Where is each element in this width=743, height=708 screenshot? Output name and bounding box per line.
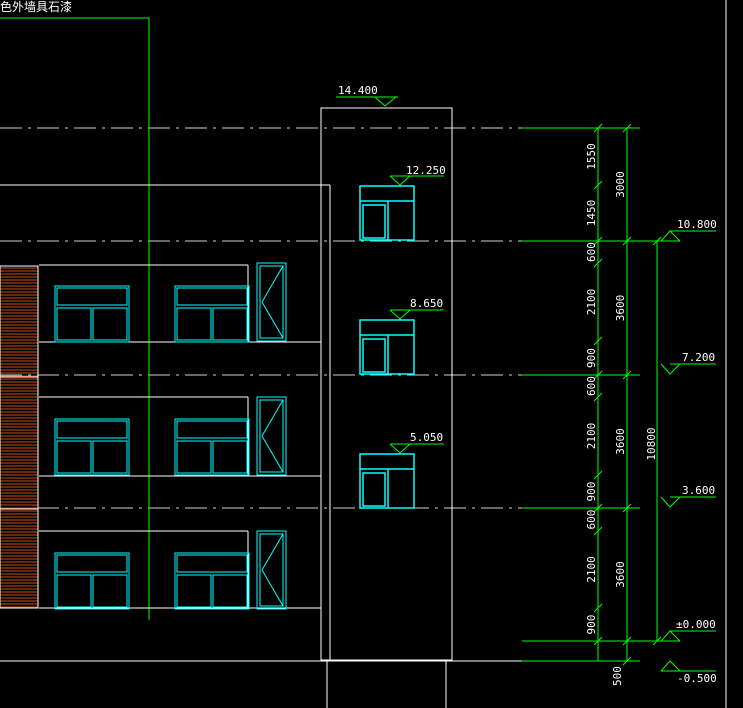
dimension-label: 2100 (585, 423, 598, 450)
dimension-label: 3600 (614, 428, 627, 455)
dimension-chain-lines (522, 123, 680, 666)
dimension-base: 500 (611, 666, 624, 686)
dimension-label: 600 (585, 376, 598, 396)
facade-window (174, 285, 250, 343)
facade-windows (54, 285, 250, 610)
dimension-label: 900 (585, 482, 598, 502)
tower-window (359, 185, 415, 241)
hatched-wall-panels (0, 265, 39, 609)
elevation-label-window-mid: 8.650 (410, 297, 443, 310)
stair-tower-windows (359, 185, 415, 509)
louvre-window (256, 530, 287, 610)
dimension-column-detail: 1550 1450 600 2100 900 600 2100 900 600 2100 900 (585, 143, 598, 634)
dimension-label: 2100 (585, 289, 598, 316)
louvre-window (256, 262, 287, 342)
dimension-label: 1450 (585, 200, 598, 227)
dimension-label: 1550 (585, 143, 598, 170)
dimension-total: 10800 (645, 427, 658, 460)
building-outline (0, 107, 522, 708)
elevation-label-3600: 3.600 (682, 484, 715, 497)
elevation-label-7200: 7.200 (682, 351, 715, 364)
facade-window (174, 418, 250, 476)
louvre-window (256, 396, 287, 476)
elevation-label-10800: 10.800 (677, 218, 717, 231)
elevation-label-minus: -0.500 (677, 672, 717, 685)
floor-reference-lines (0, 127, 522, 509)
dimension-label: 2100 (585, 556, 598, 583)
elevation-label-window-upper: 12.250 (406, 164, 446, 177)
facade-window (54, 552, 130, 610)
facade-window (54, 418, 130, 476)
tower-elevation-markers (336, 96, 444, 454)
dimension-label: 600 (585, 510, 598, 530)
right-elevation-markers (660, 230, 716, 672)
dimension-label: 900 (585, 348, 598, 368)
dimension-label: 900 (585, 615, 598, 635)
elevation-label-ground: ±0.000 (676, 618, 716, 631)
note-leader-line (0, 17, 150, 620)
dimension-label: 3000 (614, 171, 627, 198)
elevation-label-top: 14.400 (338, 84, 378, 97)
dimension-label: 600 (585, 242, 598, 262)
dimension-label: 3600 (614, 295, 627, 322)
dimension-label: 3600 (614, 561, 627, 588)
tower-window (359, 453, 415, 509)
side-louvre-windows (256, 262, 287, 610)
tower-window (359, 319, 415, 375)
elevation-label-window-lower: 5.050 (410, 431, 443, 444)
facade-window (54, 285, 130, 343)
drawing-note-text: 色外墙具石漆 (0, 0, 73, 14)
facade-window (174, 552, 250, 610)
dimension-column-floors: 3000 3600 3600 3600 (614, 171, 627, 588)
